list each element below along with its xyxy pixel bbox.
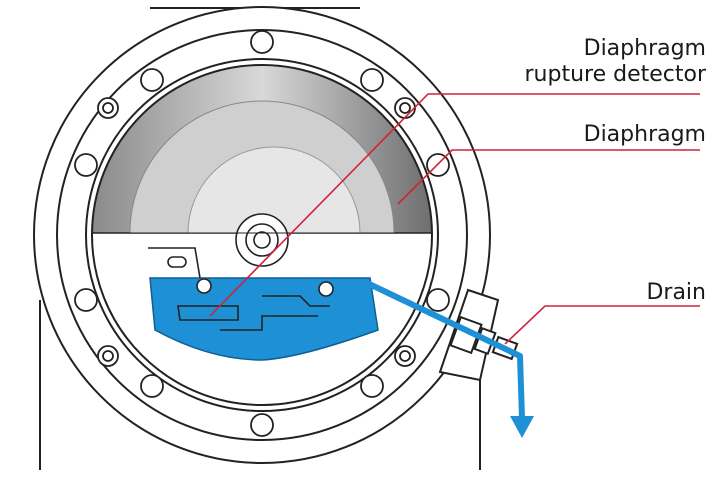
leader-lines — [209, 93, 700, 345]
rupture-detector-assembly — [148, 247, 334, 331]
label-drain: Drain — [646, 280, 706, 305]
label-detector-line2: rupture detector — [524, 62, 707, 87]
leader-drain — [504, 305, 700, 345]
label-diaphragm: Diaphragm — [583, 122, 706, 147]
leader-diaphragm — [397, 149, 700, 205]
center-hub — [235, 213, 289, 267]
drain-arrow — [510, 416, 534, 438]
drain-flow-path — [363, 279, 534, 438]
leader-detector — [209, 93, 700, 317]
label-diaphragm-rupture-detector: Diaphragm rupture detector — [525, 36, 707, 88]
fluid-area — [149, 277, 379, 361]
label-detector-line1: Diaphragm — [583, 36, 706, 61]
